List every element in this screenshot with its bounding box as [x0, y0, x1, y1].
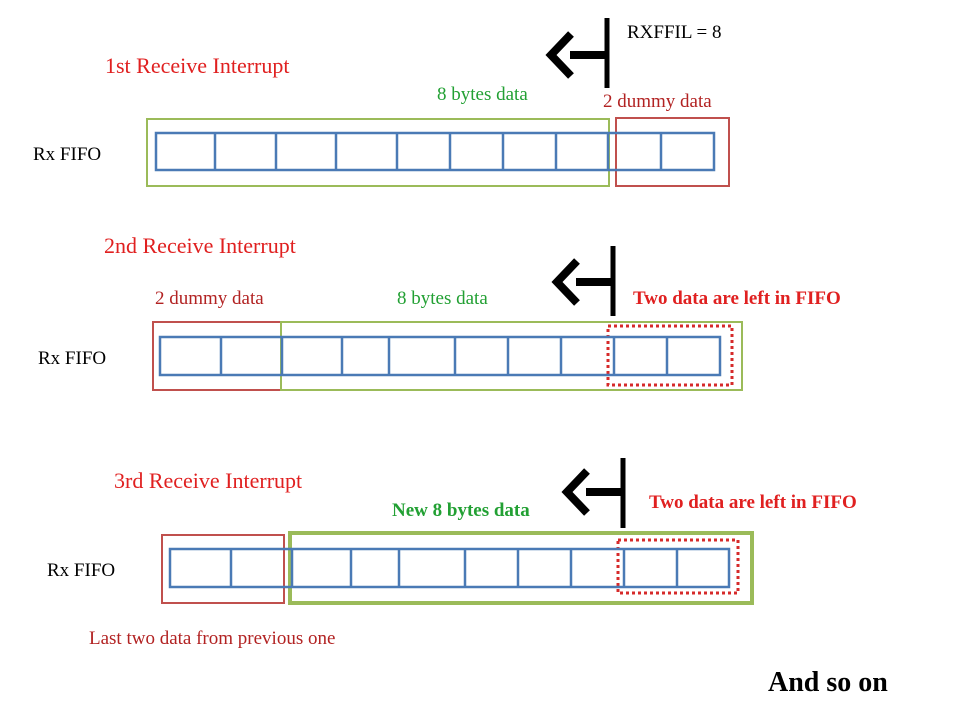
panel-2-fifo-cells	[158, 335, 722, 377]
panel-2-threshold-arrow	[551, 246, 616, 316]
panel-3: 3rd Receive Interrupt New 8 bytes data T…	[47, 458, 857, 649]
panel-1-green-frame	[146, 118, 610, 187]
panel-3-left-note: Two data are left in FIFO	[649, 492, 857, 513]
panel-1-fifo-label: Rx FIFO	[33, 144, 101, 165]
panel-2-red-label: 2 dummy data	[155, 288, 264, 309]
panel-3-dotted-frame	[616, 538, 740, 595]
panel-2-green-label: 8 bytes data	[397, 288, 488, 309]
panel-3-title: 3rd Receive Interrupt	[114, 468, 302, 493]
panel-3-fifo-cells	[168, 547, 731, 589]
panel-2: 2nd Receive Interrupt 2 dummy data 8 byt…	[38, 233, 841, 391]
panel-3-red-frame	[161, 534, 285, 604]
panel-3-bottom-note: Last two data from previous one	[89, 628, 335, 649]
panel-3-green-frame	[288, 531, 754, 605]
panel-2-title: 2nd Receive Interrupt	[104, 233, 296, 258]
panel-2-fifo-label: Rx FIFO	[38, 348, 106, 369]
panel-1: 1st Receive Interrupt 8 bytes data 2 dum…	[33, 18, 730, 187]
threshold-label: RXFFIL = 8	[627, 22, 721, 43]
panel-1-fifo-cells	[154, 131, 716, 172]
panel-1-threshold-arrow	[545, 18, 610, 88]
panel-2-left-note: Two data are left in FIFO	[633, 288, 841, 309]
panel-2-red-frame	[152, 321, 282, 391]
panel-1-red-label: 2 dummy data	[603, 91, 712, 112]
panel-3-green-label: New 8 bytes data	[392, 500, 530, 521]
panel-3-fifo-label: Rx FIFO	[47, 560, 115, 581]
panel-1-title: 1st Receive Interrupt	[105, 53, 290, 78]
footer-text: And so on	[768, 667, 888, 698]
panel-1-red-frame	[615, 117, 730, 187]
panel-3-threshold-arrow	[561, 458, 626, 528]
panel-2-green-frame	[280, 321, 743, 391]
panel-2-dotted-frame	[606, 324, 734, 387]
panel-1-green-label: 8 bytes data	[437, 84, 528, 105]
